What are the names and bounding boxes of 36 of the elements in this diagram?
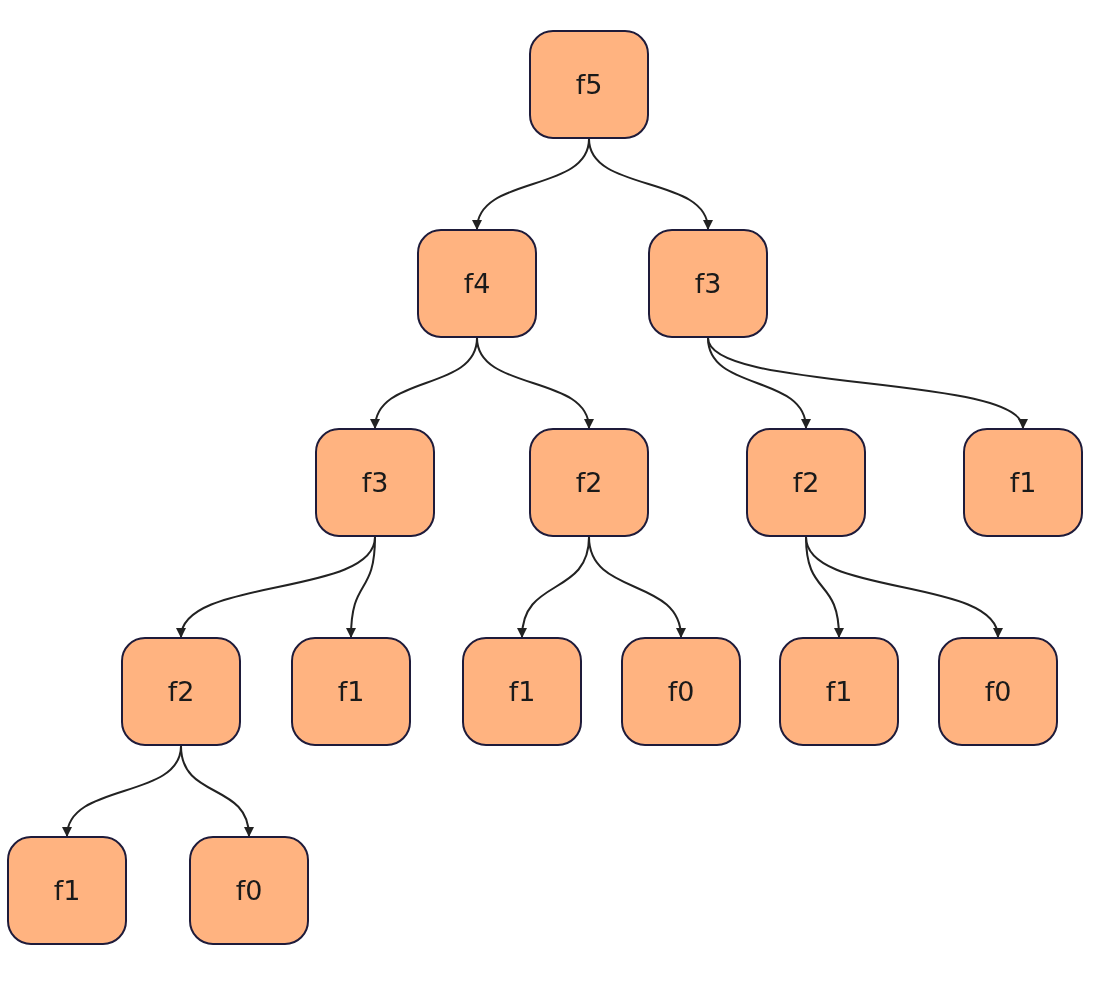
process-box	[529, 428, 649, 537]
process-box	[529, 30, 649, 139]
node-label: f2	[575, 467, 603, 498]
node-label: f1	[53, 875, 81, 906]
node-label: f1	[508, 676, 536, 707]
node-label: f1	[825, 676, 853, 707]
process-box	[291, 637, 411, 746]
arrow	[180, 745, 253, 837]
process-box	[462, 637, 582, 746]
arrow	[476, 337, 593, 429]
node-label: f2	[792, 467, 820, 498]
arrow	[588, 138, 712, 230]
node-label: f1	[337, 676, 365, 707]
node-label: f1	[1009, 467, 1037, 498]
node-label: f0	[667, 676, 695, 707]
arrow	[346, 536, 376, 638]
process-box	[7, 836, 127, 945]
process-box	[963, 428, 1083, 537]
process-box	[621, 637, 741, 746]
node-label: f3	[361, 467, 389, 498]
node-label: f4	[463, 268, 491, 299]
node-label: f0	[984, 676, 1012, 707]
process-box	[315, 428, 435, 537]
node-label: f3	[694, 268, 722, 299]
node-label: f0	[235, 875, 263, 906]
node-label: f5	[575, 69, 603, 100]
process-box	[779, 637, 899, 746]
arrow	[805, 536, 1001, 638]
node-label: f2	[167, 676, 195, 707]
process-box	[121, 637, 241, 746]
process-box	[648, 229, 768, 338]
process-box	[189, 836, 309, 945]
arrow	[588, 536, 685, 638]
process-box	[746, 428, 866, 537]
process-box	[938, 637, 1058, 746]
process-box	[417, 229, 537, 338]
